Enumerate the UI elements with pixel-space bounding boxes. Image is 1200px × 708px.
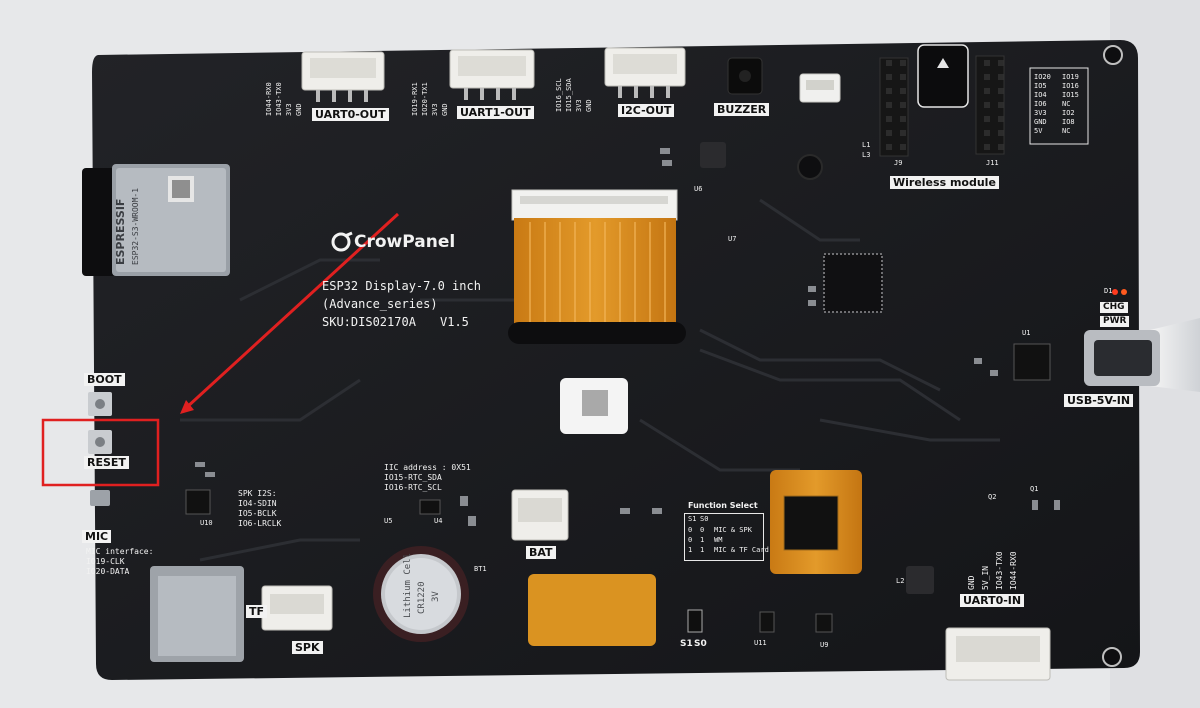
crowpanel-logo-icon bbox=[331, 231, 353, 252]
boot-switch bbox=[88, 392, 112, 416]
connector-i2c-out bbox=[604, 47, 686, 98]
function-select-title: Function Select bbox=[688, 501, 758, 510]
connector-uart0-in bbox=[945, 627, 1051, 681]
pins-uart1-out: IO19-RX1 IO20-TX1 3V3 GND bbox=[411, 82, 449, 116]
label-boot: BOOT bbox=[84, 373, 125, 386]
label-reset: RESET bbox=[84, 456, 129, 469]
orange-flex-module bbox=[770, 470, 862, 574]
model-line: ESP32 Display-7.0 inch bbox=[322, 279, 481, 293]
ref-j9: J9 bbox=[894, 159, 903, 167]
label-usb-5v-in: USB-5V-IN bbox=[1064, 394, 1134, 407]
label-buzzer: BUZZER bbox=[714, 103, 770, 116]
reset-switch bbox=[88, 430, 112, 454]
switch-label-s0: S0 bbox=[694, 639, 707, 649]
version-text: V1.5 bbox=[440, 315, 469, 329]
label-wireless-module: Wireless module bbox=[890, 176, 999, 189]
connector-uart1-out bbox=[449, 49, 535, 100]
ref-l2: L2 bbox=[896, 577, 905, 585]
display-flex-cable bbox=[508, 189, 686, 344]
ref-u6: U6 bbox=[694, 185, 703, 193]
label-chg: CHG bbox=[1100, 302, 1128, 313]
label-spk: SPK bbox=[292, 641, 323, 654]
label-pwr: PWR bbox=[1100, 316, 1130, 327]
annotation-arrow bbox=[184, 212, 400, 410]
label-uart0-out: UART0-OUT bbox=[312, 108, 389, 121]
pins-uart0-in: GND 5V_IN IO43-TX0 IO44-RX0 bbox=[967, 551, 1018, 590]
inductor-top bbox=[700, 142, 726, 168]
smd-components bbox=[185, 148, 1060, 633]
label-uart1-out: UART1-OUT bbox=[457, 106, 534, 119]
pins-i2c-out: IO16_SCL IO15_SDA 3V3 GND bbox=[555, 78, 593, 112]
pins-uart0-out: IO44-RX0 IO43-TX0 3V3 GND bbox=[265, 82, 303, 116]
pcb-board bbox=[92, 40, 1140, 680]
label-uart0-in: UART0-IN bbox=[960, 594, 1025, 607]
label-mic: MIC bbox=[82, 530, 112, 543]
ref-q2: Q2 bbox=[988, 493, 997, 501]
mic-component bbox=[90, 490, 110, 506]
label-i2c-out: I2C-OUT bbox=[618, 104, 675, 117]
connector-top-small bbox=[799, 73, 841, 103]
tf-card-slot bbox=[150, 566, 244, 662]
orange-tape bbox=[528, 574, 656, 646]
mounting-holes bbox=[797, 45, 1123, 667]
ref-l3: L3 bbox=[862, 151, 871, 159]
ref-d1: D1 bbox=[1104, 287, 1113, 295]
led-red-2 bbox=[1121, 289, 1127, 295]
ref-u11: U11 bbox=[754, 639, 767, 647]
qr-sticker bbox=[560, 378, 628, 434]
coin-cell bbox=[373, 546, 469, 642]
esp32-module: ESPRESSIF ESP32-S3-WROOM-1 bbox=[82, 164, 230, 276]
usb-cable bbox=[1150, 318, 1200, 392]
ref-bt1: BT1 bbox=[474, 565, 487, 573]
switch-label-s1: S1 bbox=[680, 639, 693, 649]
ref-u5: U5 bbox=[384, 517, 393, 525]
sku-line: SKU:DIS02170A bbox=[322, 315, 416, 329]
reset-highlight-box bbox=[41, 418, 160, 487]
label-bat: BAT bbox=[526, 546, 556, 559]
module-name-text: ESP32-S3-WROOM-1 bbox=[131, 188, 140, 265]
ref-l1: L1 bbox=[862, 141, 871, 149]
connector-spk bbox=[261, 585, 333, 631]
buzzer bbox=[727, 57, 763, 95]
inductor-bottom bbox=[906, 566, 934, 594]
module-brand-text: ESPRESSIF bbox=[114, 199, 127, 265]
ref-u4: U4 bbox=[434, 517, 443, 525]
led-red-1 bbox=[1112, 289, 1118, 295]
label-tf: TF bbox=[246, 605, 268, 618]
wireless-module-area bbox=[879, 44, 1089, 157]
brand-text: CrowPanel bbox=[354, 232, 456, 252]
ref-u1: U1 bbox=[1022, 329, 1031, 337]
ref-u7: U7 bbox=[728, 235, 737, 243]
series-line: (Advance_series) bbox=[322, 297, 438, 311]
ref-j11: J11 bbox=[986, 159, 999, 167]
ref-u9: U9 bbox=[820, 641, 829, 649]
chip-qfn bbox=[823, 253, 883, 313]
connector-bat bbox=[511, 489, 569, 541]
usb-c-connector bbox=[1084, 330, 1160, 386]
connector-uart0-out bbox=[301, 51, 385, 102]
ref-u10: U10 bbox=[200, 519, 213, 527]
ref-q1: Q1 bbox=[1030, 485, 1039, 493]
